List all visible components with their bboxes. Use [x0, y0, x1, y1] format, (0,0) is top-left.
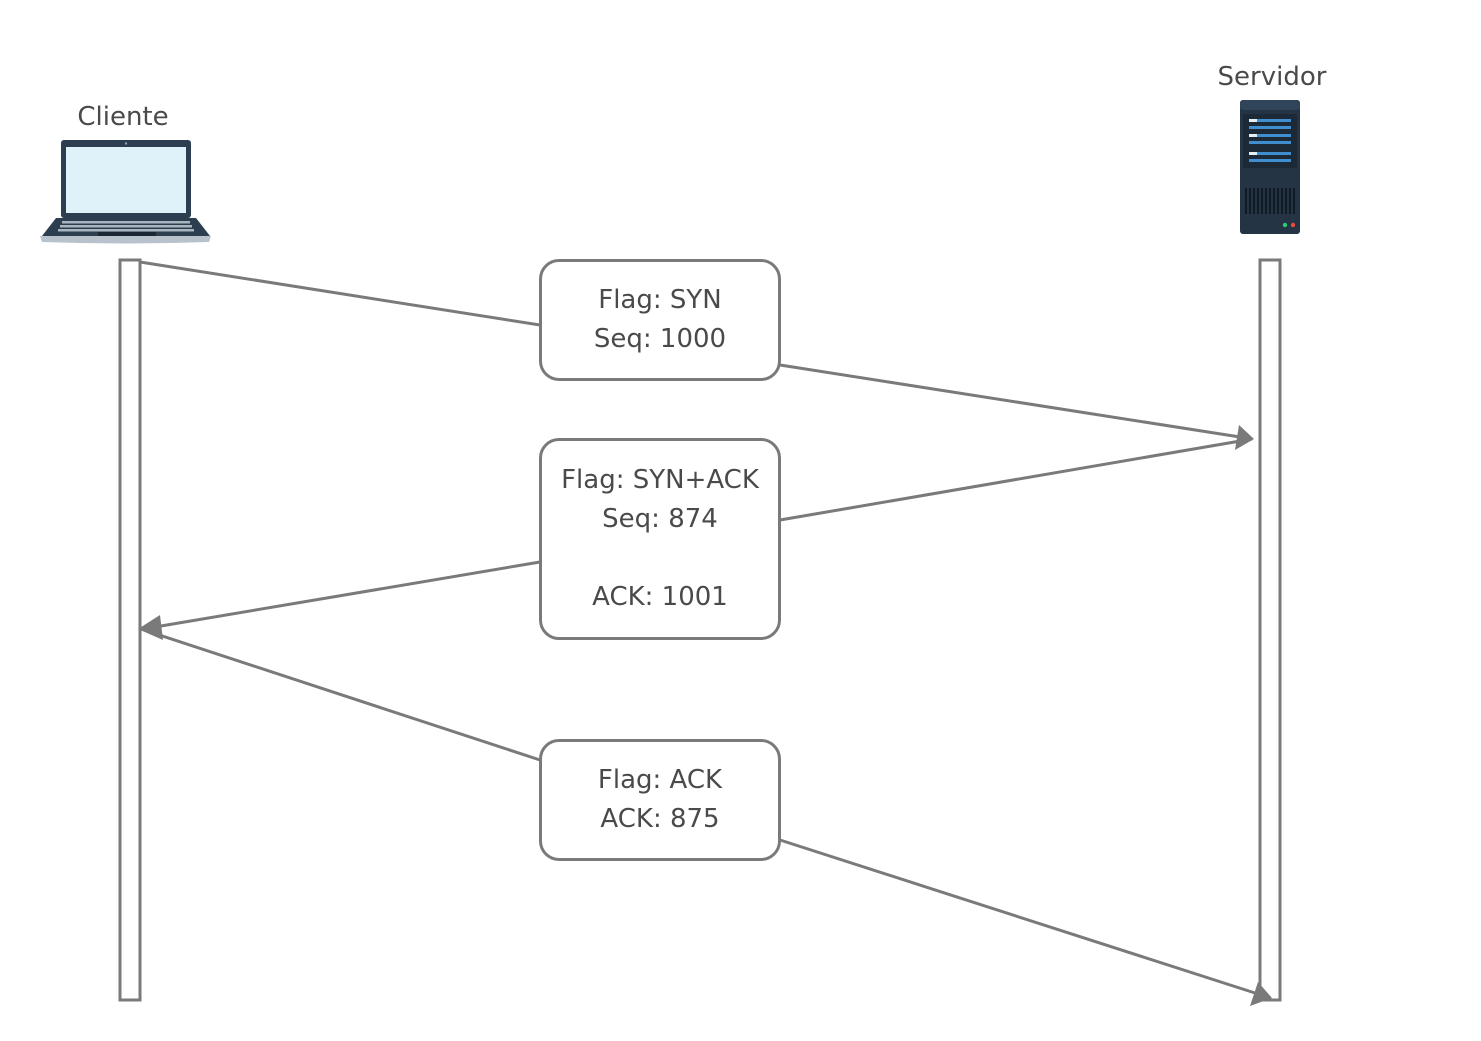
server-label: Servidor	[1217, 62, 1327, 92]
message-box-syn: Flag: SYN Seq: 1000	[539, 259, 781, 381]
laptop-icon	[40, 140, 211, 244]
message-line: Flag: ACK	[597, 765, 723, 795]
message-arrow-syn-ack	[154, 437, 1253, 629]
message-box-ack: Flag: ACK ACK: 875	[539, 739, 781, 861]
server-lifeline	[1258, 258, 1282, 1002]
arrowhead-syn	[1235, 425, 1254, 450]
server-tower-icon	[1240, 100, 1300, 234]
message-line: Seq: 874	[602, 504, 718, 534]
message-line: Flag: SYN	[598, 285, 722, 315]
message-line: ACK: 1001	[592, 582, 728, 612]
message-line: Flag: SYN+ACK	[561, 465, 759, 495]
message-line: Seq: 1000	[593, 324, 727, 354]
client-label: Cliente	[77, 102, 169, 132]
arrowhead-ack	[1250, 982, 1272, 1006]
message-line: ACK: 875	[600, 804, 720, 834]
message-arrow-syn	[139, 260, 1241, 439]
message-box-syn-ack: Flag: SYN+ACK Seq: 874 ACK: 1001	[539, 438, 781, 640]
message-arrow-ack	[140, 627, 1256, 995]
client-lifeline	[118, 258, 142, 1002]
